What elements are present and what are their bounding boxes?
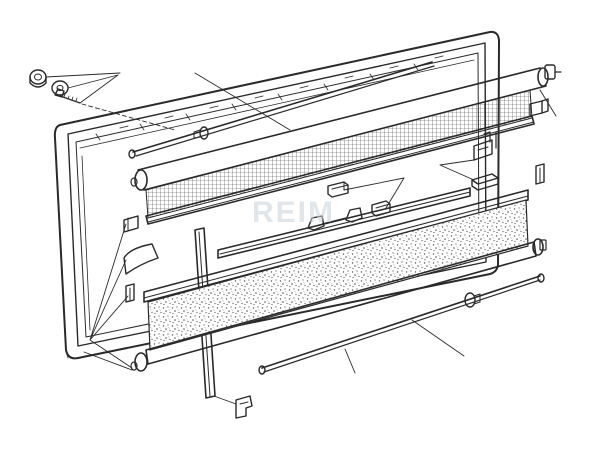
bottom-clip [235, 395, 253, 419]
pull-rail [217, 187, 471, 259]
blind-roller [130, 238, 547, 372]
blind-top-bar [143, 189, 529, 303]
tension-cord-lower [258, 273, 545, 375]
watermark: REIM [252, 196, 335, 229]
blind-fabric [147, 199, 529, 351]
cap-nut [29, 69, 47, 88]
end-bracket-top-right [529, 98, 549, 117]
corner-cap-left-top [123, 215, 139, 233]
guide-bracket-right [473, 131, 497, 161]
flyscreen-bottom-bar [145, 115, 535, 225]
clip-right-mid [471, 173, 499, 191]
end-cap-right [535, 163, 545, 185]
corner-cap-left-mid [123, 243, 159, 275]
tension-cord-upper [128, 61, 435, 159]
washer [51, 80, 69, 96]
end-cap-left-low [125, 283, 135, 303]
handle-clip-left [327, 181, 349, 198]
screw [54, 88, 81, 104]
